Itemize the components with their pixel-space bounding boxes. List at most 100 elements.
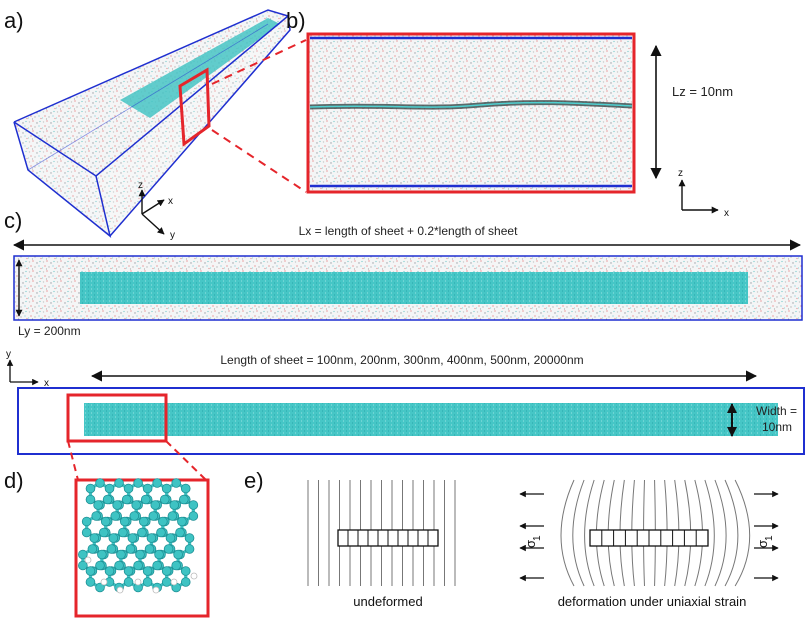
carbon-atom — [125, 544, 136, 554]
axis-z-label-b: z — [678, 168, 683, 179]
carbon-atom — [161, 566, 172, 576]
carbon-atom — [85, 483, 96, 494]
carbon-atom — [184, 544, 195, 554]
zoom-region-c — [66, 393, 168, 443]
deformed-grid-line — [724, 479, 739, 587]
panel-d-label: d) — [4, 468, 24, 493]
carbon-atom — [142, 577, 153, 587]
carbon-atom — [131, 500, 141, 510]
panel-a: a) z x y — [4, 8, 307, 241]
sigma-right: σ 1 — [755, 535, 775, 548]
carbon-atom — [175, 527, 185, 538]
carbon-atom — [123, 566, 134, 576]
carbon-atom — [139, 516, 149, 527]
carbon-atom — [135, 549, 145, 560]
lz-label: Lz = 10nm — [672, 84, 733, 99]
carbon-atom — [137, 527, 147, 538]
carbon-atom — [95, 582, 105, 593]
panel-c: c) Lx = length of sheet + 0.2*length of … — [4, 208, 805, 455]
carbon-atom — [104, 566, 115, 576]
carbon-atom — [144, 544, 155, 554]
carbon-atom — [78, 560, 88, 571]
carbon-atom — [112, 500, 122, 510]
carbon-atom — [85, 577, 96, 587]
sigma-left-symbol: σ — [523, 540, 538, 548]
carbon-atom — [152, 560, 162, 571]
carbon-atom — [133, 478, 143, 488]
carbon-atom — [159, 494, 170, 505]
graphene-lattice — [78, 478, 199, 594]
carbon-atom — [161, 577, 172, 587]
graphene-sheet — [84, 403, 778, 436]
lx-label: Lx = length of sheet + 0.2*length of she… — [299, 224, 518, 238]
carbon-atom — [100, 516, 111, 527]
carbon-atom — [116, 549, 126, 560]
carbon-atom — [142, 566, 153, 576]
carbon-atom — [87, 544, 98, 554]
carbon-atom — [106, 544, 117, 554]
carbon-atom — [127, 533, 138, 543]
carbon-atom — [99, 527, 109, 538]
carbon-atom — [180, 566, 191, 576]
top-view-sheet — [80, 272, 748, 304]
sigma-left-subscript: 1 — [532, 535, 543, 541]
carbon-atom — [156, 527, 166, 538]
zoom-guide-bottom — [211, 129, 307, 193]
carbon-atom — [114, 478, 124, 488]
panel-b: b) Lz = 10nm z x — [286, 8, 733, 219]
hydrogen-atom — [100, 578, 108, 586]
panel-e: e) undeformed deformation under uniaxial… — [244, 468, 779, 609]
carbon-atom — [123, 577, 134, 587]
simulation-box-3d — [13, 9, 291, 238]
axis-y-label: y — [170, 230, 175, 241]
deformed-grid-line — [734, 479, 751, 587]
sheet-3d — [120, 18, 280, 118]
deformed-grid-line — [584, 479, 595, 587]
axis-y-label-c: y — [6, 349, 11, 360]
carbon-atom — [81, 527, 92, 538]
hydrogen-atom — [84, 556, 92, 564]
cross-section-view — [308, 34, 634, 192]
carbon-atom — [104, 483, 115, 494]
carbon-atom — [89, 533, 100, 543]
carbon-atom — [129, 511, 140, 521]
carbon-atom — [133, 560, 143, 571]
deformed-grid-line — [704, 479, 715, 587]
carbon-atom — [146, 533, 157, 543]
panel-a-label: a) — [4, 8, 24, 33]
carbon-atom — [165, 533, 176, 543]
carbon-atom — [118, 527, 128, 538]
deformed-caption: deformation under uniaxial strain — [558, 594, 747, 609]
zoom-frame-b — [306, 32, 636, 194]
hydrogen-atom — [116, 586, 124, 594]
carbon-atom — [140, 494, 151, 505]
carbon-atom — [97, 549, 107, 560]
width-label: Width = — [756, 404, 797, 418]
carbon-atom — [152, 478, 162, 488]
axes-2d-b: z x — [678, 168, 729, 219]
carbon-atom — [154, 549, 164, 560]
carbon-atom — [158, 516, 168, 527]
carbon-atom — [142, 483, 153, 494]
carbon-atom — [188, 511, 199, 521]
deformed-grid-line — [560, 479, 575, 587]
axis-x-label-b: x — [724, 208, 729, 219]
carbon-atom — [169, 500, 180, 510]
carbon-atom — [148, 511, 159, 521]
carbon-atom — [110, 511, 121, 521]
zoom-guide-top — [211, 39, 307, 85]
carbon-atom — [108, 533, 119, 543]
carbon-atom — [180, 577, 191, 587]
deformed-grid-line — [714, 479, 727, 587]
carbon-atom — [121, 494, 132, 505]
carbon-atom — [81, 516, 92, 527]
carbon-atom — [85, 494, 96, 505]
carbon-atom — [163, 544, 174, 554]
deformed-grid-line — [572, 479, 585, 587]
ly-label: Ly = 200nm — [18, 324, 81, 338]
undeformed-caption: undeformed — [353, 594, 422, 609]
zoom-region-a — [178, 67, 211, 147]
carbon-atom — [78, 549, 88, 560]
sheet-length-label: Length of sheet = 100nm, 200nm, 300nm, 4… — [220, 353, 583, 367]
